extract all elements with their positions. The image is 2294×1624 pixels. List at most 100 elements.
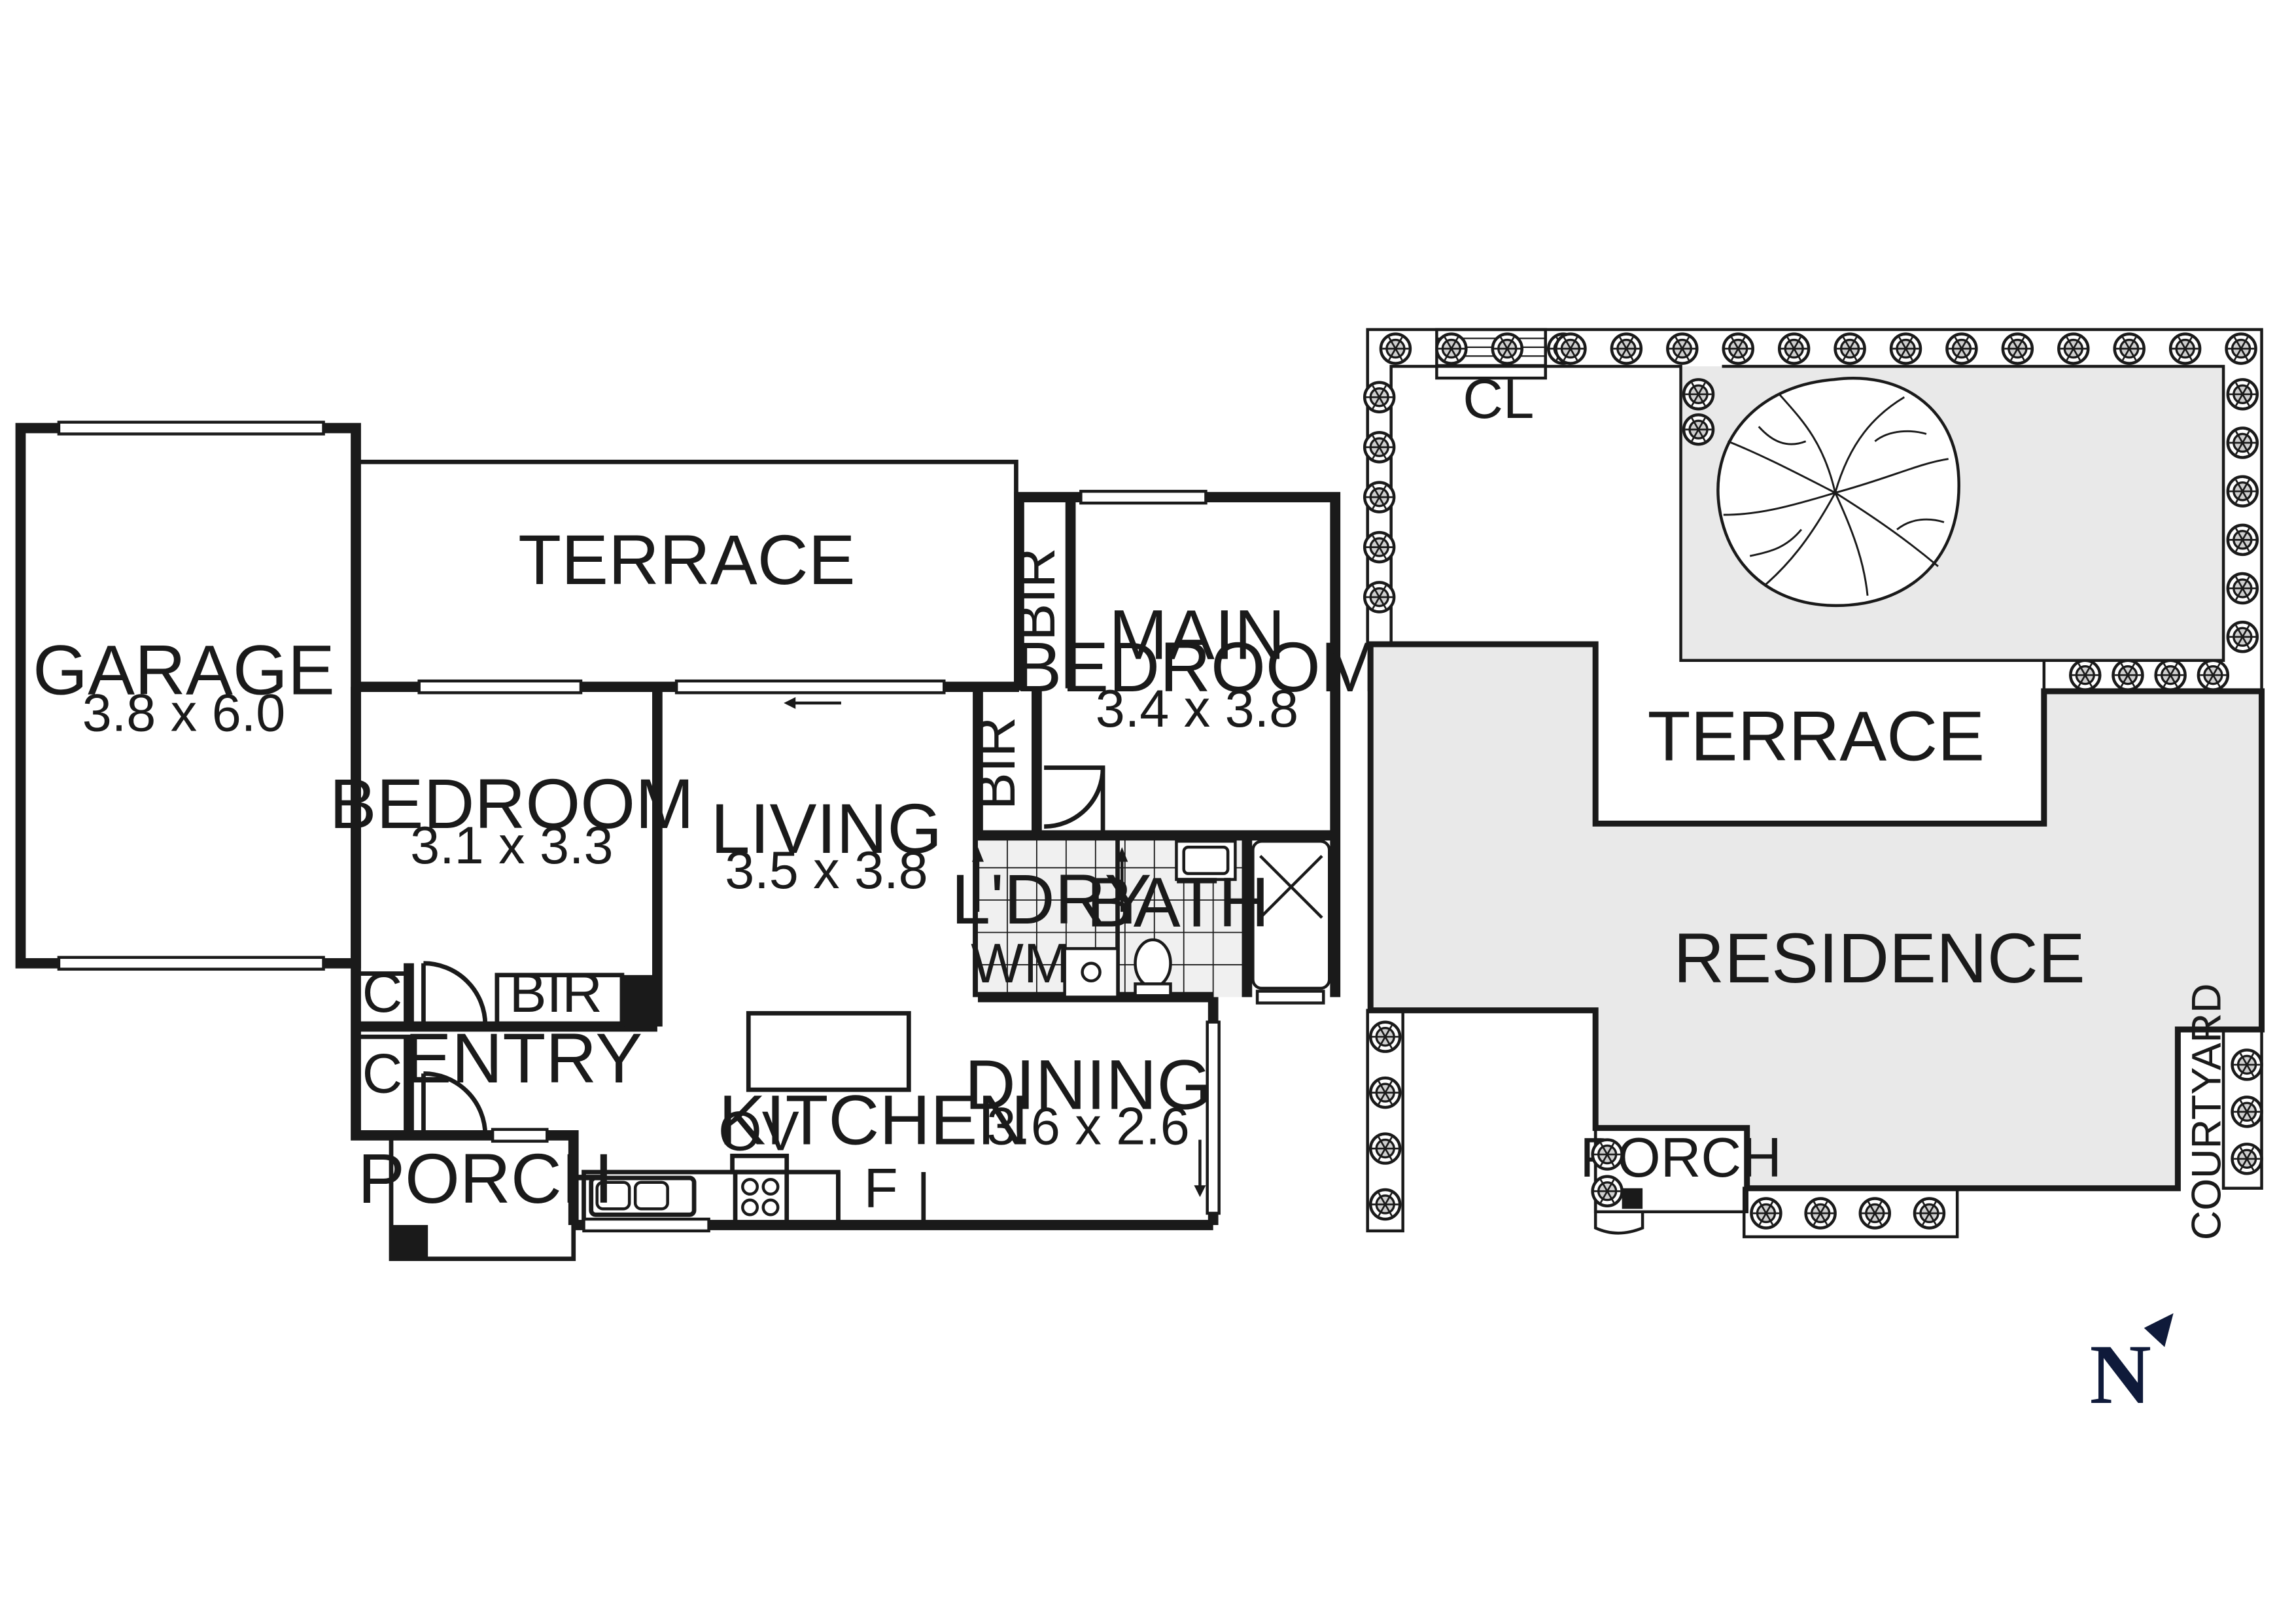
burner [761,1198,780,1217]
main-bedroom-label-line2: BEDROOM [1015,627,1379,706]
shrub-icon [1722,332,1754,365]
shrub-icon [1368,1076,1402,1109]
shrub-icon [2226,620,2259,653]
shrub-icon [1804,1197,1837,1230]
shrubs [1363,332,2263,1230]
cooktop [733,1169,790,1226]
compass: N [2090,1313,2174,1422]
courtyard-label: COURTYARD [2184,983,2230,1240]
dining-dims: 3.6 x 2.6 [986,1097,1189,1156]
shrub-icon [1368,1188,1402,1221]
shrub-icon [1363,430,1396,464]
shrub-icon [2225,332,2257,365]
bath-arrow-head [1116,847,1128,862]
cupboard-lower-label: C [362,1043,403,1105]
garage-dims: 3.8 x 6.0 [82,684,285,743]
shrub-icon [2226,426,2259,459]
shrub-icon [2226,572,2259,605]
sink [589,1175,697,1217]
shrub-icon [1610,332,1643,365]
main-bedroom-bir-top-label: BIR [1005,547,1067,640]
shrub-icon [2112,659,2144,691]
dining-label: DINING [965,1045,1212,1124]
living-dims: 3.5 x 3.8 [725,841,928,900]
bedroom-label: BEDROOM [330,764,694,843]
shrub-icon [1379,332,1412,365]
shrub-icon [1363,481,1396,513]
shrub-icon [1591,1138,1624,1171]
bedroom-bir-label: BIR [510,962,602,1024]
shrub-icon [2226,378,2259,411]
clothesline-label: CL [1463,368,1534,430]
shrub-icon [1368,1020,1402,1053]
shrub-icon [1491,332,1524,365]
north-arrow-icon [2144,1313,2174,1347]
living-sliding-door [674,679,946,695]
shrub-icon [1554,332,1587,365]
shrub-icon [1435,332,1468,365]
shrub-icon [2113,332,2146,365]
bathtub [1251,839,1331,990]
shrub-icon [2197,659,2230,691]
shrub-icon [1682,413,1715,446]
main-bedroom-window [1079,489,1208,505]
shrub-icon [1363,381,1396,414]
main-bedroom-bir-side-label: BIR [965,717,1027,810]
garage-door-top [57,421,325,436]
dining-slide-arrow-head [1194,1185,1206,1198]
main-bedroom-door [1044,765,1105,829]
oven [730,1153,790,1175]
shrub-icon [2226,475,2259,508]
shrub-icon [2001,332,2034,365]
kitchen-island [746,1011,911,1092]
vanity-basin [1182,845,1230,875]
slide-arrow-head [784,697,796,709]
shrub-icon [2226,523,2259,557]
shrub-icon [2231,1143,2263,1175]
shrub-icon [2231,1048,2263,1081]
main-bedroom-dims: 3.4 x 3.8 [1096,680,1298,738]
shrub-icon [1750,1197,1782,1230]
porch-post [391,1224,428,1259]
kitchen-label: KITCHEN [719,1080,1029,1159]
shrub-icon [1889,332,1922,365]
site-plan: CL TERRACE RESIDENCE PORCH COURTYARD [1366,328,2265,1240]
kitchen-window [582,1217,710,1233]
shrub-icon [1945,332,1978,365]
shrub-icon [1591,1175,1624,1207]
shrub-icon [2168,332,2202,365]
tree-icon [1716,376,1960,608]
terrace-label: TERRACE [518,520,856,599]
sink-bowl-left [595,1181,631,1211]
laundry-tub-drain [1081,961,1102,983]
west-garden-bed [1366,1009,1404,1233]
oven-label: OV [718,1100,799,1162]
shrub-icon [1833,332,1866,365]
toilet-cistern [1134,982,1172,997]
residence-outline [1367,641,2265,1192]
shrub-icon [1368,1132,1402,1165]
burner [741,1198,759,1217]
shrub-icon [1777,332,1811,365]
floor-plan: GARAGE 3.8 x 6.0 TERRACE MAIN BEDROOM 3.… [15,421,1380,1262]
bathtub-cross [1259,855,1323,919]
entry-label: ENTRY [404,1018,642,1097]
shrub-icon [1363,581,1396,613]
shrub-icon [1913,1197,1946,1230]
shrub-icon [1682,378,1715,411]
laundry-arrow-head [971,847,984,862]
garage-label: GARAGE [33,630,335,709]
north-label: N [2090,1328,2151,1422]
shrub-icon [1666,332,1699,365]
shrub-icon [2154,659,2187,691]
residence-label: RESIDENCE [1673,918,2085,997]
cupboard-upper-label: C [362,962,403,1024]
bath-label: BATH [1086,863,1270,942]
bedroom-window [417,679,583,695]
bedroom-door [421,961,488,1026]
shrub-icon [1858,1197,1892,1230]
entry-door [421,1071,488,1135]
porch-site-post [1622,1188,1643,1209]
